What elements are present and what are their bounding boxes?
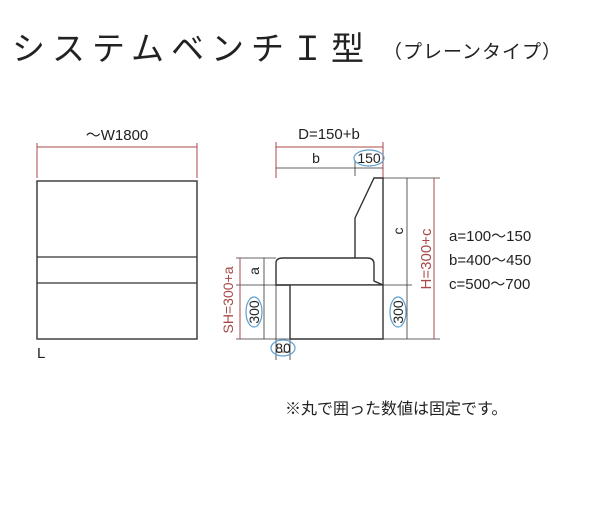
page-subtitle: （プレーンタイプ） [383, 41, 563, 63]
rear-base-circle [389, 296, 407, 328]
seat-height-label: SH=300+a [220, 266, 236, 333]
width-label: ～W1800 [86, 127, 149, 144]
corner-label: L [37, 345, 45, 362]
side-view: D=150+b b 150 SH=300+a a 300 80 [220, 126, 440, 360]
back-thickness-circle [353, 149, 385, 167]
leg-offset-value: 80 [275, 340, 291, 356]
back-thickness-value: 150 [357, 150, 381, 166]
leg-offset-circle [270, 339, 296, 357]
a-label: a [246, 267, 262, 275]
front-bench-body [36, 180, 198, 340]
range-c: c=500～700 [449, 276, 530, 293]
seat-base-value: 300 [246, 300, 262, 324]
page-title: システムベンチＩ型 [12, 29, 372, 68]
fixed-values-note: ※丸で囲った数値は固定です。 [285, 400, 507, 418]
seat-base-outline [289, 285, 384, 340]
c-label: c [390, 228, 406, 235]
range-b: b=400～450 [449, 252, 531, 269]
total-height-label: H=300+c [418, 228, 435, 289]
range-legend: a=100～150 b=400～450 c=500～700 [449, 228, 531, 293]
front-view: ～W1800 L [36, 127, 198, 362]
range-a: a=100～150 [449, 228, 531, 245]
seat-base-circle [245, 296, 263, 328]
rear-base-value: 300 [390, 300, 406, 324]
seat-cushion-outline [275, 257, 384, 286]
depth-label: D=150+b [298, 126, 360, 143]
b-label: b [312, 150, 320, 166]
